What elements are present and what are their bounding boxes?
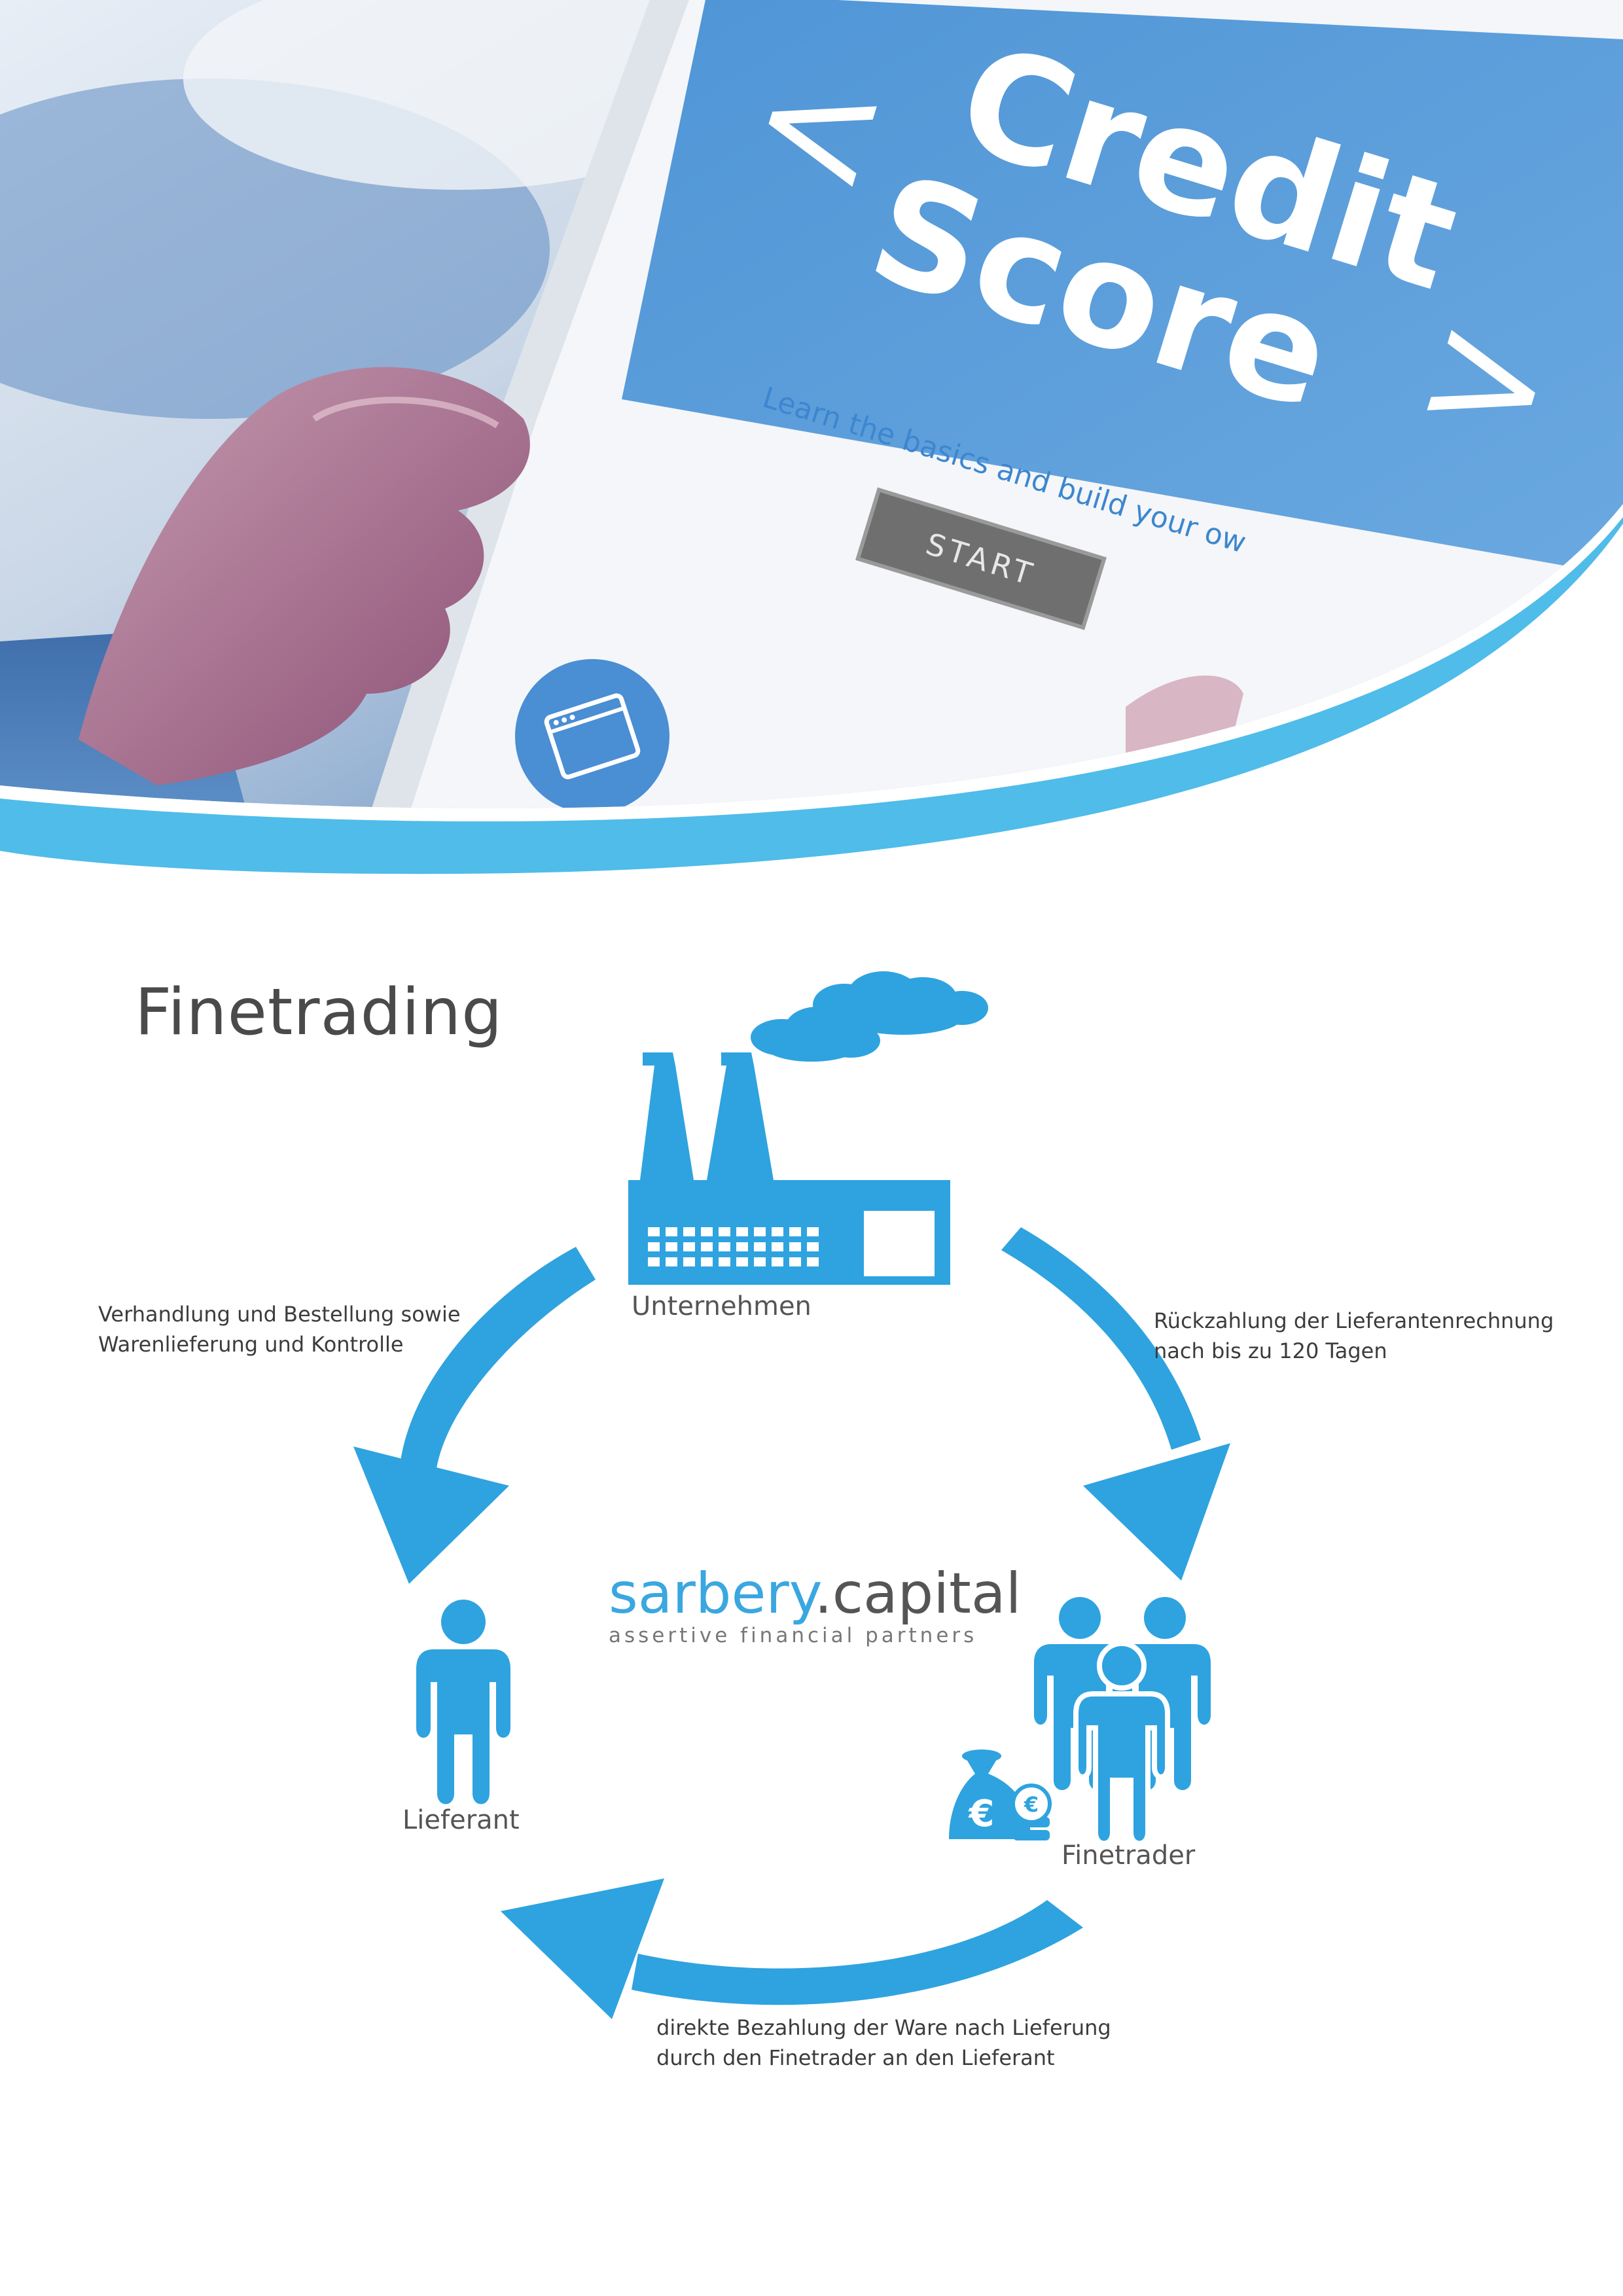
- edge-text-left-line1: Verhandlung und Bestellung sowie: [98, 1302, 461, 1327]
- hero-photo: Credit Score < > Learn the basics and bu…: [0, 0, 1623, 874]
- logo-tagline: assertive financial partners: [609, 1624, 978, 1647]
- edge-text-bottom-line1: direkte Bezahlung der Ware nach Lieferun…: [656, 2015, 1111, 2040]
- node-label-finetrader: Finetrader: [1061, 1840, 1196, 1871]
- page-title: Finetrading: [135, 975, 503, 1050]
- edge-text-right-line1: Rückzahlung der Lieferantenrechnung: [1154, 1308, 1554, 1333]
- money-bag-icon: € €: [949, 1749, 1052, 1840]
- node-label-company: Unternehmen: [632, 1291, 812, 1321]
- logo-name-part2: .capital: [814, 1561, 1022, 1626]
- arrow-company-to-finetrader: [1001, 1227, 1230, 1581]
- edge-text-left-line2: Warenlieferung und Kontrolle: [98, 1332, 404, 1357]
- edge-text-right-line2: nach bis zu 120 Tagen: [1154, 1338, 1387, 1363]
- start-button: [855, 487, 1107, 630]
- factory-icon: [628, 1052, 950, 1285]
- wave-band: [0, 511, 1623, 874]
- edge-text-right: Rückzahlung der Lieferantenrechnung nach…: [1154, 1306, 1554, 1366]
- arrow-company-to-supplier: [353, 1247, 596, 1584]
- smoke-cloud-icon: [751, 971, 988, 1062]
- edge-text-bottom: direkte Bezahlung der Ware nach Lieferun…: [656, 2013, 1111, 2073]
- euro-sign-coin: €: [1024, 1792, 1039, 1817]
- arrow-finetrader-to-supplier: [501, 1878, 1083, 2019]
- edge-text-left: Verhandlung und Bestellung sowie Warenli…: [98, 1299, 461, 1359]
- node-label-supplier: Lieferant: [402, 1805, 520, 1835]
- group-of-people-icon: [1034, 1597, 1211, 1846]
- edge-text-bottom-line2: durch den Finetrader an den Lieferant: [656, 2045, 1055, 2070]
- person-icon: [416, 1600, 510, 1804]
- logo-wordmark: sarbery.capital: [609, 1561, 1021, 1626]
- finetrading-cycle-diagram: € €: [353, 971, 1230, 2019]
- company-logo: sarbery.capital assertive financial part…: [609, 1561, 1021, 1647]
- euro-sign-bag: €: [968, 1793, 995, 1835]
- logo-name-part1: sarbery: [609, 1561, 815, 1626]
